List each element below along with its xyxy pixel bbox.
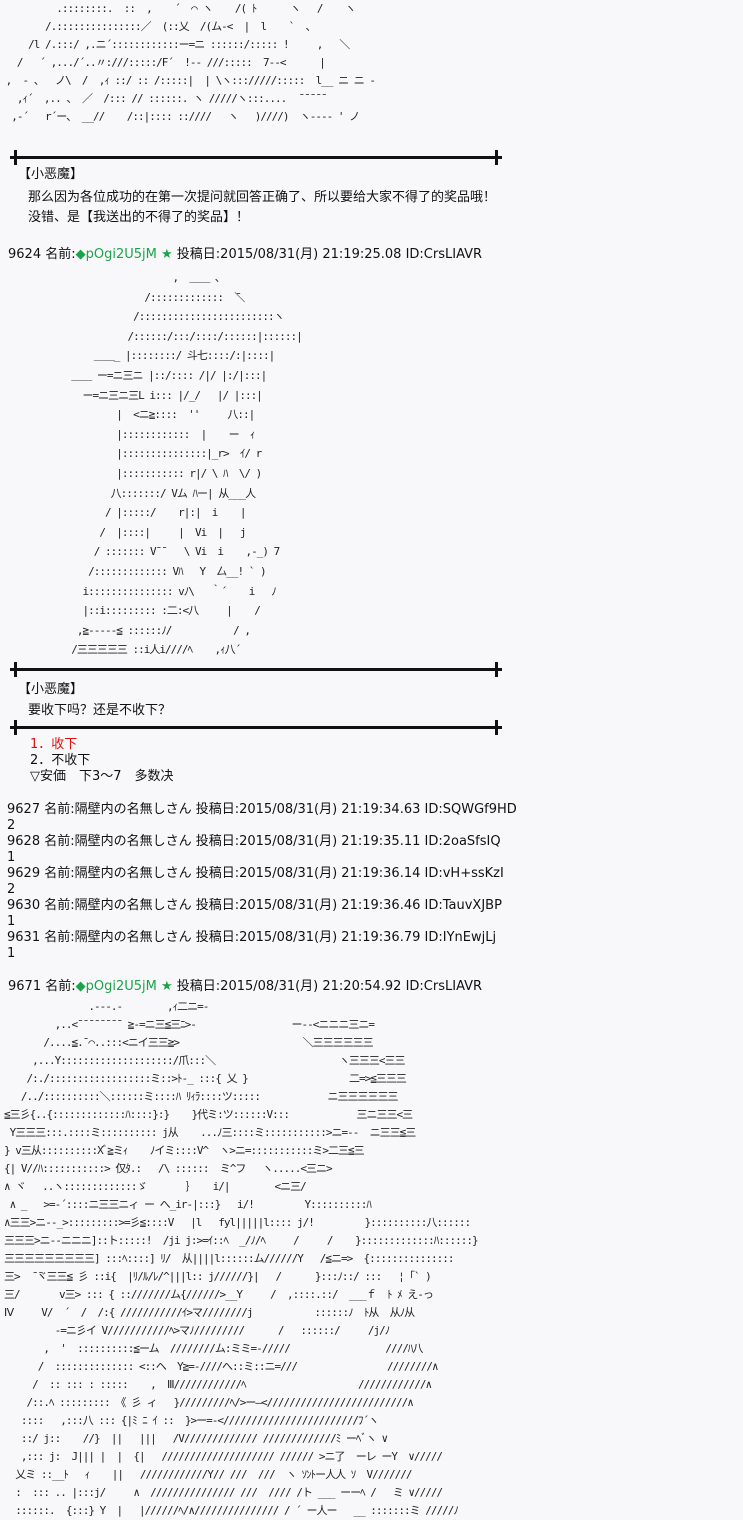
post-header-9624: 9624 名前:◆pOgi2U5jM ★ 投稿日:2015/08/31(月) 2… [8, 247, 482, 263]
ascii-art-character: , ＿＿ ､ /::::::::::::: ̄＼ /::::::::::::::… [71, 271, 303, 657]
dialogue-line: 要收下吗？还是不收下？ [28, 703, 172, 718]
post-date: 投稿日:2015/08/31(月) 21:20:54.92 ID:CrsLIAV… [176, 979, 483, 994]
reply-body: 2 [7, 882, 16, 897]
post-header-9671: 9671 名前:◆pOgi2U5jM ★ 投稿日:2015/08/31(月) 2… [8, 979, 482, 995]
speaker-label: 【小恶魔】 [18, 167, 84, 182]
reply-header: 9629 名前:隔壁内の名無しさん 投稿日:2015/08/31(月) 21:1… [7, 866, 504, 881]
post-number: 9671 [8, 979, 42, 994]
tripcode: ◆pOgi2U5jM [75, 979, 157, 994]
star-icon: ★ [161, 979, 173, 994]
name-label: 名前: [45, 247, 76, 262]
post-number: 9624 [8, 247, 42, 262]
speaker-label: 【小恶魔】 [18, 682, 84, 697]
choice-1: 1．收下 [30, 737, 78, 752]
divider [10, 150, 502, 165]
divider [10, 662, 502, 677]
post-date: 投稿日:2015/08/31(月) 21:19:25.08 ID:CrsLIAV… [176, 247, 483, 262]
reply-body: 2 [7, 818, 16, 833]
ascii-art-top: .::::::::. :: , ´ ⌒ ヽ /( ﾄ ヽ / ヽ /.:::::… [5, 2, 376, 123]
star-icon: ★ [161, 247, 173, 262]
reply-body: 1 [7, 946, 16, 961]
reply-header: 9631 名前:隔壁内の名無しさん 投稿日:2015/08/31(月) 21:1… [7, 930, 497, 945]
vote-note: ▽安価 下3～7 多数决 [30, 769, 174, 784]
dialogue-line: 那么因为各位成功的在第一次提问就回答正确了、所以要给大家不得了的奖品哦！ [28, 190, 497, 205]
reply-body: 1 [7, 914, 16, 929]
choice-2: 2．不收下 [30, 753, 91, 768]
tripcode: ◆pOgi2U5jM [75, 247, 157, 262]
dialogue-line: 没错、是【我送出的不得了的奖品】！ [28, 210, 250, 225]
ascii-art-scene: .-‐-.- ,ｨ二ニ=- ,..<¯¯¯¯¯¯¯¯ ≧-=ニ三≦三ﾆ>‐ ー-… [4, 1000, 479, 1517]
reply-list: 9627 名前:隔壁内の名無しさん 投稿日:2015/08/31(月) 21:1… [7, 802, 517, 962]
reply-header: 9628 名前:隔壁内の名無しさん 投稿日:2015/08/31(月) 21:1… [7, 834, 501, 849]
reply-header: 9630 名前:隔壁内の名無しさん 投稿日:2015/08/31(月) 21:1… [7, 898, 502, 913]
name-label: 名前: [45, 979, 76, 994]
divider [10, 720, 502, 735]
reply-body: 1 [7, 850, 16, 865]
reply-header: 9627 名前:隔壁内の名無しさん 投稿日:2015/08/31(月) 21:1… [7, 802, 517, 817]
